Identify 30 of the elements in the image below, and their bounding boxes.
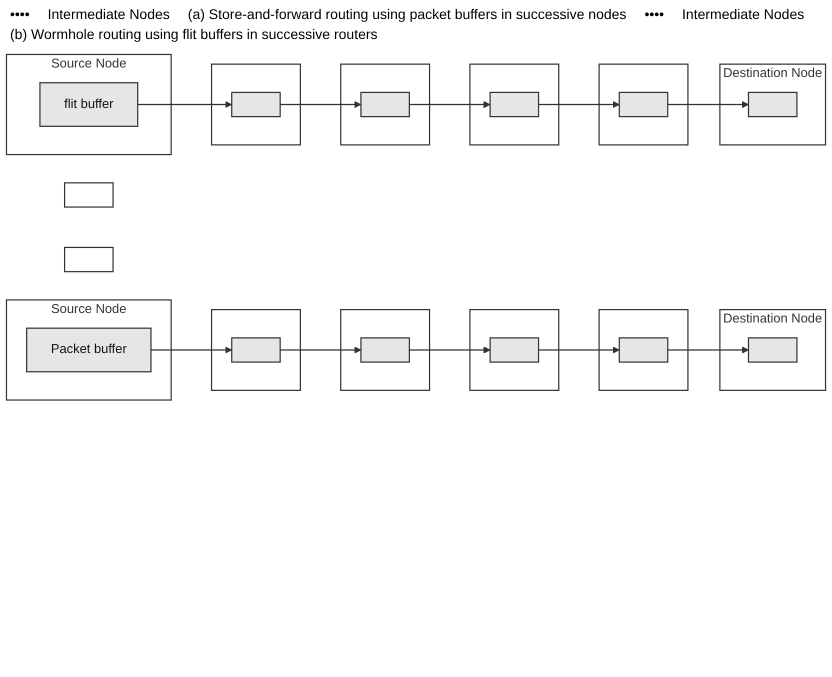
buffer-box	[618, 337, 668, 363]
buffer-box	[490, 92, 540, 118]
buffer-box	[748, 92, 798, 118]
buffer-box	[748, 337, 798, 363]
buffer-box	[360, 337, 410, 363]
arrow	[280, 346, 362, 354]
note-text: Intermediate Nodes	[48, 6, 170, 22]
buffer-box	[490, 337, 540, 363]
arrow	[668, 346, 749, 354]
arrow	[138, 100, 232, 108]
note-text: (a) Store-and-forward routing using packet buffers in successive nodes	[188, 6, 626, 22]
buffer-box	[618, 92, 668, 118]
arrow	[280, 100, 362, 108]
buffer-box: flit buffer	[39, 82, 138, 127]
arrow	[409, 346, 490, 354]
buffer-box	[231, 92, 281, 118]
node-box	[64, 182, 114, 208]
arrow	[538, 346, 620, 354]
note-text: Intermediate Nodes	[682, 6, 804, 22]
arrow	[538, 100, 620, 108]
note-text: ••••	[10, 6, 30, 22]
arrow	[409, 100, 490, 108]
node-box	[64, 246, 114, 272]
arrow	[668, 100, 749, 108]
buffer-box	[231, 337, 281, 363]
arrow	[150, 346, 232, 354]
buffer-box	[360, 92, 410, 118]
note-text: ••••	[644, 6, 664, 22]
note-text: (b) Wormhole routing using flit buffers in successive routers	[10, 26, 378, 42]
buffer-box: Packet buffer	[26, 328, 152, 372]
